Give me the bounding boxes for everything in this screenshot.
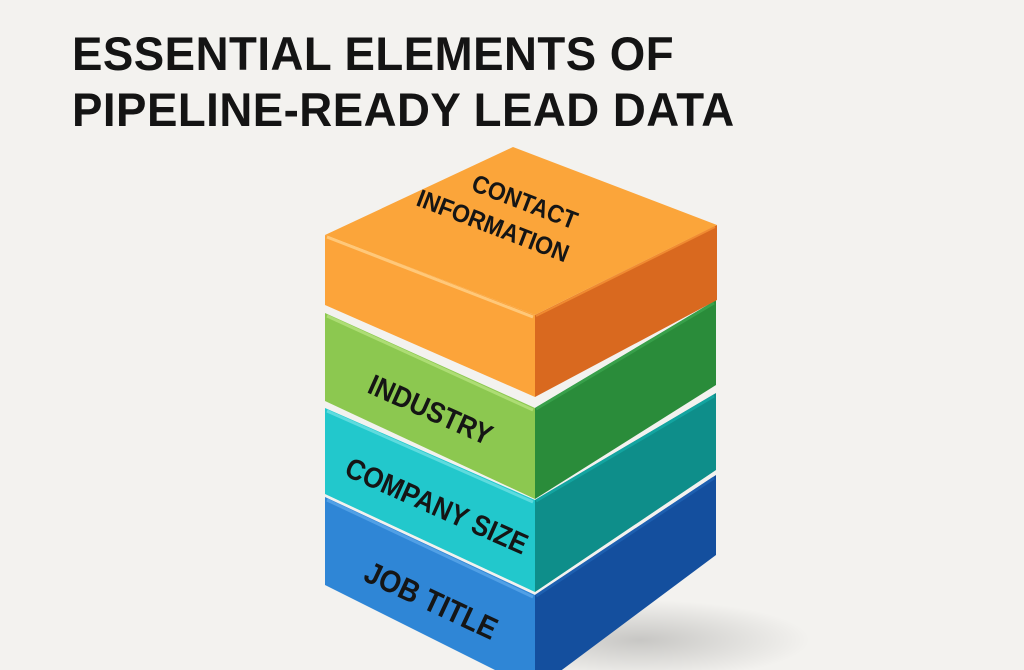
company-size-right-face (535, 393, 716, 592)
contact-information-right-face (535, 225, 717, 397)
job-title-right-face (535, 475, 716, 670)
title-line-1: ESSENTIAL ELEMENTS OF (72, 27, 675, 80)
contact-information-top-face (325, 147, 717, 315)
industry-left-face (325, 313, 535, 499)
job-title-left-face (325, 497, 535, 670)
company-size-left-face (325, 408, 535, 592)
title-line-2: PIPELINE-READY LEAD DATA (72, 83, 735, 136)
layer-company-size: COMPANY SIZE (325, 393, 716, 592)
contact-information-left-face (325, 235, 535, 397)
layer-contact-information: CONTACT INFORMATION (325, 147, 717, 397)
page-title: ESSENTIAL ELEMENTS OF PIPELINE-READY LEA… (72, 26, 735, 138)
industry-right-face (535, 300, 716, 499)
